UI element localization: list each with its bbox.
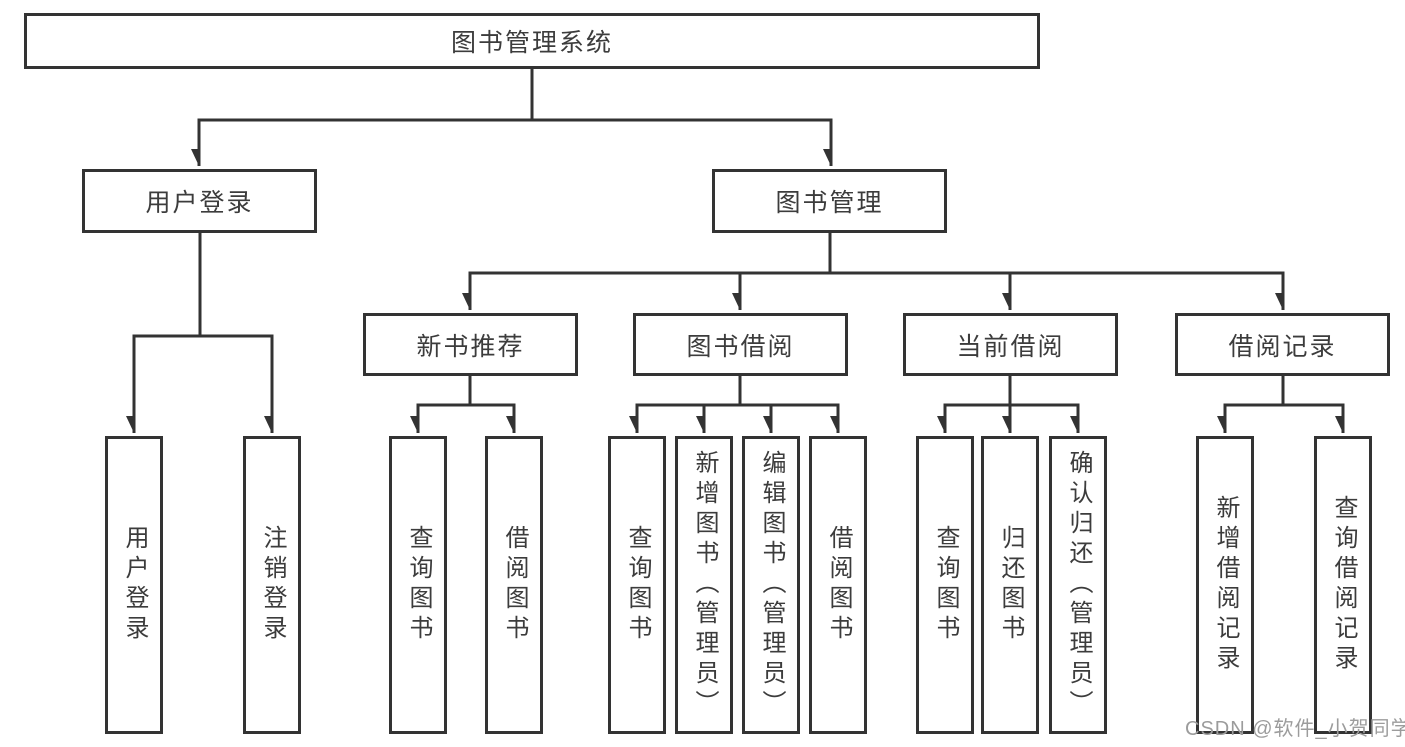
leaf-return-books: 归还图书	[981, 436, 1039, 734]
node-user-login-branch: 用户登录	[82, 169, 317, 233]
leaf-borrow-books-recommend: 借阅图书	[485, 436, 543, 734]
leaf-add-books-admin: 新增图书（管理员）	[675, 436, 733, 734]
leaf-logout: 注销登录	[243, 436, 301, 734]
leaf-query-books-borrowing: 查询图书	[608, 436, 666, 734]
leaf-query-books-current: 查询图书	[916, 436, 974, 734]
leaf-add-borrow-record: 新增借阅记录	[1196, 436, 1254, 734]
node-book-management-branch: 图书管理	[712, 169, 947, 233]
leaf-confirm-return-admin: 确认归还（管理员）	[1049, 436, 1107, 734]
node-book-borrowing: 图书借阅	[633, 313, 848, 376]
leaf-user-login: 用户登录	[105, 436, 163, 734]
node-current-borrowing: 当前借阅	[903, 313, 1118, 376]
node-library-system: 图书管理系统	[24, 13, 1040, 69]
leaf-query-borrow-record: 查询借阅记录	[1314, 436, 1372, 734]
node-new-book-recommend: 新书推荐	[363, 313, 578, 376]
leaf-edit-books-admin: 编辑图书（管理员）	[742, 436, 800, 734]
leaf-query-books-recommend: 查询图书	[389, 436, 447, 734]
leaf-borrow-books: 借阅图书	[809, 436, 867, 734]
node-borrow-records: 借阅记录	[1175, 313, 1390, 376]
csdn-watermark: CSDN @软件_小贺同学	[1185, 718, 1405, 740]
